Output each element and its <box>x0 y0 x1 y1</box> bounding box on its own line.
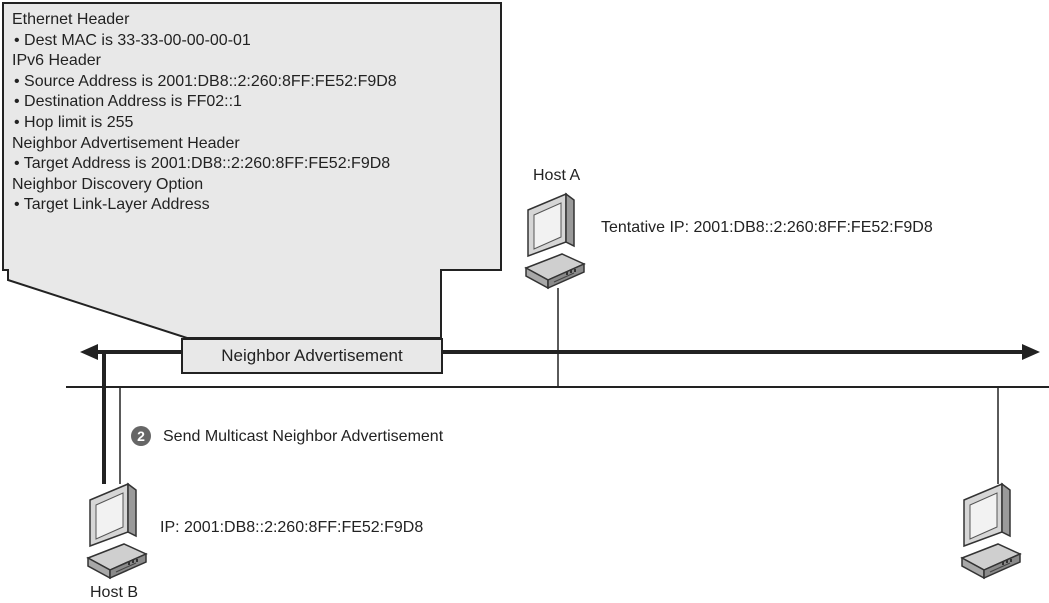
callout-item-source-address: • Source Address is 2001:DB8::2:260:8FF:… <box>14 72 397 90</box>
host-a-label: Host A <box>533 167 581 184</box>
host-b-label: Host B <box>90 584 139 601</box>
callout-heading-neighbor-discovery: Neighbor Discovery Option <box>12 175 204 193</box>
arrowhead-left <box>80 344 98 360</box>
callout-item-target-link-layer: • Target Link-Layer Address <box>14 196 210 214</box>
callout-item-target-address: • Target Address is 2001:DB8::2:260:8FF:… <box>14 155 391 173</box>
computer-icon <box>961 483 1021 579</box>
callout-item-dest-mac: • Dest MAC is 33-33-00-00-00-01 <box>14 31 251 49</box>
message-box: Neighbor Advertisement <box>181 338 443 374</box>
callout-item-hop-limit: • Hop limit is 255 <box>14 114 134 131</box>
arrowhead-right <box>1022 344 1040 360</box>
callout-heading-ethernet: Ethernet Header <box>12 11 130 28</box>
callout-heading-ipv6: IPv6 Header <box>12 52 101 70</box>
computer-icon <box>87 483 147 579</box>
computer-icon <box>525 193 585 289</box>
host-a-ip-label: Tentative IP: 2001:DB8::2:260:8FF:FE52:F… <box>601 219 933 236</box>
callout-heading-neighbor-advertisement: Neighbor Advertisement Header <box>12 134 240 152</box>
step-label: Send Multicast Neighbor Advertisement <box>163 428 444 445</box>
step-number-badge: 2 <box>131 426 151 446</box>
host-b-ip-label: IP: 2001:DB8::2:260:8FF:FE52:F9D8 <box>160 519 424 536</box>
callout-item-destination-address: • Destination Address is FF02::1 <box>14 93 242 111</box>
